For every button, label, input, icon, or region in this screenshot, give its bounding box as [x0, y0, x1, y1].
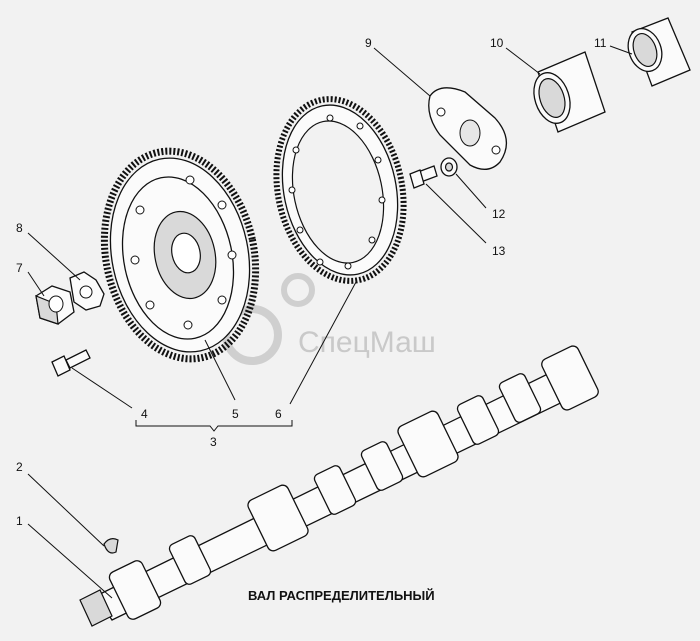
group-bracket-3: [135, 420, 293, 432]
diagram-caption: ВАЛ РАСПРЕДЕЛИТЕЛЬНЫЙ: [248, 588, 435, 603]
callout-9: 9: [365, 36, 372, 50]
callout-labels: 1 2 3 4 5 6 7 8 9 10 11 12 13: [16, 36, 607, 528]
leader-13: [425, 183, 487, 244]
callout-2: 2: [16, 460, 23, 474]
part-2-key: [103, 538, 119, 554]
leader-12: [455, 173, 487, 209]
callout-3: 3: [210, 435, 217, 449]
leader-1: [27, 523, 113, 599]
part-4-bolt: [51, 349, 91, 377]
leader-7: [27, 271, 45, 297]
leader-10: [505, 47, 541, 75]
part-9-thrust-flange: [428, 87, 507, 170]
part-7-nut: [35, 285, 75, 325]
callout-1: 1: [16, 514, 23, 528]
callout-5: 5: [232, 407, 239, 421]
part-12-washer: [440, 157, 458, 177]
part-1-camshaft: [79, 345, 599, 627]
callout-6: 6: [275, 407, 282, 421]
part-5-camshaft-gear: [100, 147, 260, 363]
watermark: СпецМаш: [222, 273, 436, 365]
callout-4: 4: [141, 407, 148, 421]
leader-8: [27, 232, 81, 281]
part-6-gear-ring: [273, 96, 407, 284]
part-11-bushing: [627, 17, 691, 87]
part-10-bushing: [533, 51, 606, 133]
callout-11: 11: [594, 36, 607, 50]
callout-7: 7: [16, 261, 23, 275]
callout-13: 13: [492, 244, 506, 258]
leader-9: [373, 47, 431, 97]
leader-11: [609, 45, 633, 55]
part-13-bolt: [409, 165, 438, 189]
leader-4: [71, 367, 133, 409]
watermark-text: СпецМаш: [298, 326, 436, 359]
callout-8: 8: [16, 221, 23, 235]
leader-6: [289, 281, 357, 405]
leader-2: [27, 473, 105, 547]
callout-10: 10: [490, 36, 504, 50]
callout-12: 12: [492, 207, 506, 221]
part-8-lock-washer: [69, 271, 105, 311]
leader-lines: [27, 45, 633, 599]
leader-5: [204, 339, 236, 401]
